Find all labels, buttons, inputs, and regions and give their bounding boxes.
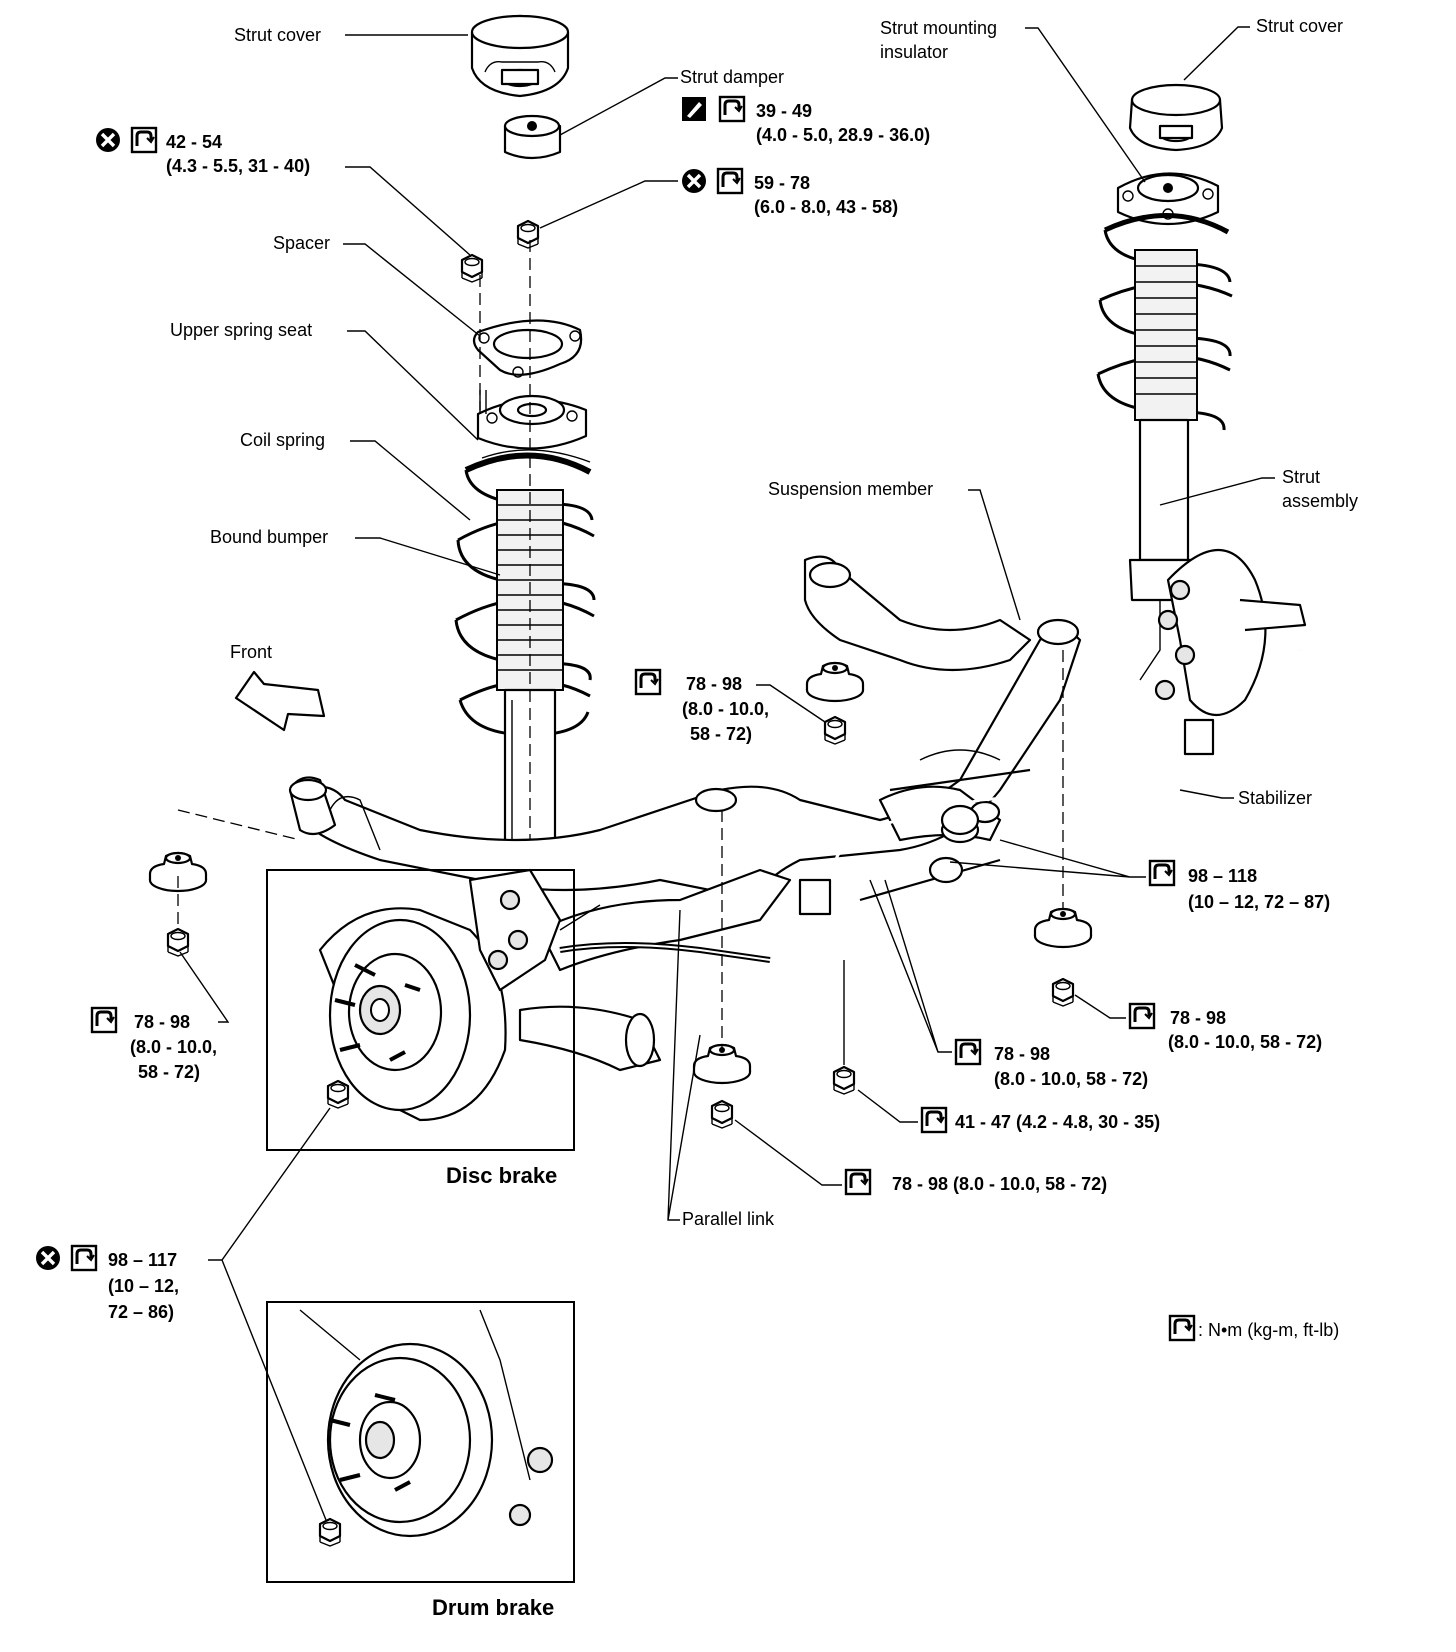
left-nut-damper <box>516 219 540 250</box>
hub-nut-drum <box>318 1517 342 1548</box>
torque-callout-7: 78 - 98 (8.0 - 10.0, 58 - 72) <box>1074 994 1322 1052</box>
left-strut-damper <box>503 114 562 160</box>
left-strut-cover <box>470 14 570 98</box>
torque-callout-8: 78 - 98 (8.0 - 10.0, 58 - 72) <box>869 879 1148 1089</box>
label-strut-cover-right: Strut cover <box>1256 16 1343 36</box>
label-upper-spring-seat: Upper spring seat <box>170 320 312 340</box>
hub-nut-disc <box>326 1079 350 1110</box>
disc-brake-caption: Disc brake <box>446 1163 557 1188</box>
right-coil-spring <box>1096 213 1233 431</box>
torque-unit-legend: : N•m (kg-m, ft-lb) <box>1168 1314 1339 1342</box>
svg-text:(10 – 12, 72 – 87): (10 – 12, 72 – 87) <box>1188 892 1330 912</box>
svg-text:41 - 47 (4.2 - 4.8, 30 - 35): 41 - 47 (4.2 - 4.8, 30 - 35) <box>955 1112 1160 1132</box>
bushing-left-outer <box>148 851 208 958</box>
torque-callout-6: 78 - 98 (8.0 - 10.0, 58 - 72) <box>90 951 230 1082</box>
bolt-parallel-link <box>832 960 856 1096</box>
stabilizer-connecting-rods <box>559 768 1031 931</box>
drum-brake-caption: Drum brake <box>432 1595 554 1620</box>
svg-text:42 - 54: 42 - 54 <box>166 132 222 152</box>
svg-text:72 – 86): 72 – 86) <box>108 1302 174 1322</box>
svg-text:98 – 117: 98 – 117 <box>108 1250 177 1270</box>
svg-text:(4.0 - 5.0, 28.9 - 36.0): (4.0 - 5.0, 28.9 - 36.0) <box>756 125 930 145</box>
spacer-plate <box>472 319 583 378</box>
svg-text:39 - 49: 39 - 49 <box>756 101 812 121</box>
legend-unit-text: : N•m (kg-m, ft-lb) <box>1198 1320 1339 1340</box>
drum-brake-inset <box>266 1301 575 1583</box>
svg-text:78 - 98: 78 - 98 <box>686 674 742 694</box>
right-strut-mounting-insulator <box>1116 172 1220 226</box>
label-strut-assembly-2: assembly <box>1282 491 1358 511</box>
svg-text:58 - 72): 58 - 72) <box>690 724 752 744</box>
label-strut-cover-left: Strut cover <box>234 25 321 45</box>
torque-callout-11: 98 – 117 (10 – 12, 72 – 86) <box>34 1107 331 1521</box>
svg-text:78 - 98: 78 - 98 <box>994 1044 1050 1064</box>
stabilizer-bar <box>559 649 1302 963</box>
svg-text:(4.3 - 5.5, 31 - 40): (4.3 - 5.5, 31 - 40) <box>166 156 310 176</box>
label-parallel-link: Parallel link <box>682 1209 775 1229</box>
torque-callout-9: 41 - 47 (4.2 - 4.8, 30 - 35) <box>857 1089 1160 1134</box>
upper-spring-seat <box>476 390 591 463</box>
label-bound-bumper: Bound bumper <box>210 527 328 547</box>
label-spacer: Spacer <box>273 233 330 253</box>
label-strut-damper: Strut damper <box>680 67 784 87</box>
svg-text:59 - 78: 59 - 78 <box>754 173 810 193</box>
torque-callout-4: 78 - 98 (8.0 - 10.0, 58 - 72) <box>634 668 826 744</box>
right-strut-cover <box>1128 83 1224 152</box>
svg-text:98 – 118: 98 – 118 <box>1188 866 1257 886</box>
front-arrow: Front <box>230 642 326 732</box>
svg-text:(10 – 12,: (10 – 12, <box>108 1276 179 1296</box>
label-coil-spring: Coil spring <box>240 430 325 450</box>
svg-text:(8.0 - 10.0,: (8.0 - 10.0, <box>130 1037 217 1057</box>
svg-text:(6.0 - 8.0, 43 - 58): (6.0 - 8.0, 43 - 58) <box>754 197 898 217</box>
label-parallel-link-group: Parallel link <box>667 909 775 1229</box>
label-strut-mounting-insulator-1: Strut mounting <box>880 18 997 38</box>
torque-callout-2: 39 - 49 (4.0 - 5.0, 28.9 - 36.0) <box>682 95 930 145</box>
label-stabilizer: Stabilizer <box>1238 788 1312 808</box>
left-bushing-axis <box>177 809 301 841</box>
front-label: Front <box>230 642 272 662</box>
bushing-right <box>1033 650 1093 1008</box>
svg-text:78 - 98 (8.0 - 10.0, 58 - 72): 78 - 98 (8.0 - 10.0, 58 - 72) <box>892 1174 1107 1194</box>
svg-text:78 - 98: 78 - 98 <box>1170 1008 1226 1028</box>
svg-text:(8.0 - 10.0, 58 - 72): (8.0 - 10.0, 58 - 72) <box>1168 1032 1322 1052</box>
bushing-upper-center <box>805 661 865 746</box>
torque-callout-3: 59 - 78 (6.0 - 8.0, 43 - 58) <box>539 167 898 229</box>
svg-text:(8.0 - 10.0, 58 - 72): (8.0 - 10.0, 58 - 72) <box>994 1069 1148 1089</box>
left-nut-mount <box>460 253 484 284</box>
svg-text:58 - 72): 58 - 72) <box>138 1062 200 1082</box>
torque-callout-10: 78 - 98 (8.0 - 10.0, 58 - 72) <box>734 1119 1107 1196</box>
label-suspension-member: Suspension member <box>768 479 933 499</box>
bushing-lower-center <box>692 810 752 1130</box>
right-knuckle <box>1154 548 1307 716</box>
torque-callout-1: 42 - 54 (4.3 - 5.5, 31 - 40) <box>94 126 471 256</box>
parallel-link-front <box>518 868 792 1072</box>
svg-text:78 - 98: 78 - 98 <box>134 1012 190 1032</box>
label-strut-assembly-1: Strut <box>1282 467 1320 487</box>
torque-callout-5: 98 – 118 (10 – 12, 72 – 87) <box>949 839 1330 912</box>
label-strut-mounting-insulator-2: insulator <box>880 42 948 62</box>
disc-brake-inset <box>266 868 575 1151</box>
svg-text:(8.0 - 10.0,: (8.0 - 10.0, <box>682 699 769 719</box>
suspension-member <box>288 555 1082 902</box>
